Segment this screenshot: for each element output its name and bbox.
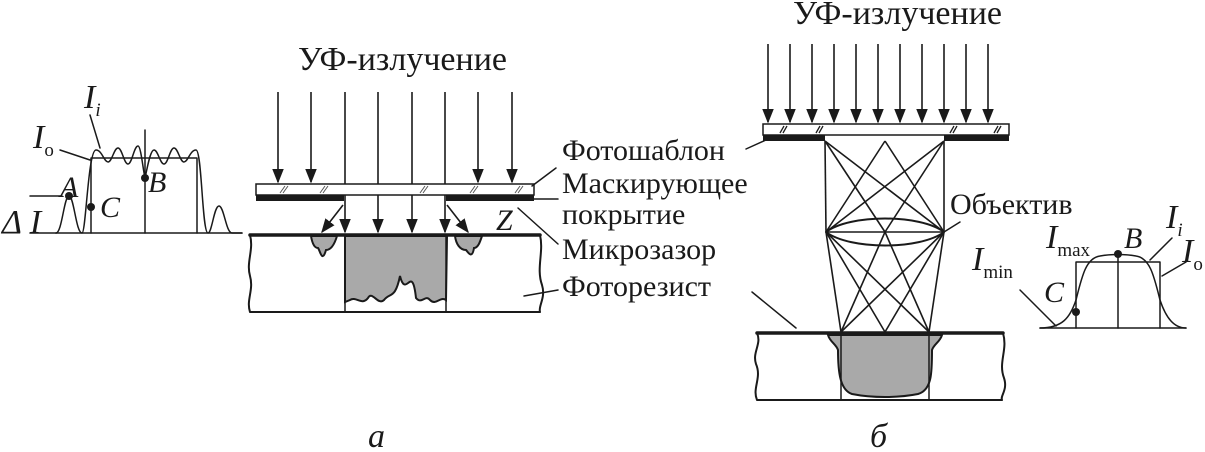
graph-a-point-c [87, 203, 95, 211]
graph-b-imin-leader [1019, 289, 1057, 327]
panel-a-uv-arrows [272, 92, 518, 234]
panel-a-mask-label-1: Маскирующее [562, 167, 748, 200]
panel-b: УФ-излучение [745, 0, 1073, 452]
panel-b-rays-upper [824, 140, 945, 233]
graph-a-point-b-label: B [148, 166, 166, 199]
panel-b-lens-label: Объектив [950, 188, 1073, 221]
graph-b-imin-label: Imin [971, 241, 1013, 283]
graph-b-io-label: Iо [1181, 233, 1203, 275]
panel-a-microgap-label: Микрозазор [562, 233, 716, 266]
panel-b-uv-arrows [762, 44, 994, 124]
panel-a-diffraction-arrow-left [321, 204, 344, 234]
graph-a-ii-leader [89, 114, 101, 149]
graph-a-ii-label: Ii [83, 79, 101, 121]
panel-a-glass-hatch [279, 185, 524, 194]
graph-a: Ii Iо A C B Δ I [0, 79, 243, 241]
graph-b-ii-leader [1149, 237, 1173, 261]
panel-b-photomask-leader [745, 139, 767, 150]
graph-a-point-a-label: A [58, 171, 79, 204]
panel-a-parasitic-left [309, 235, 339, 258]
graph-b-point-c [1072, 308, 1080, 316]
panel-a-resist-label: Фоторезист [562, 270, 711, 303]
panel-a-caption: а [368, 418, 385, 452]
graph-a-io-leader [59, 149, 91, 161]
graph-a-ideal-profile [90, 157, 198, 234]
graph-b-point-b [1114, 250, 1122, 258]
graph-a-point-a [65, 192, 73, 200]
graph-a-point-c-label: C [100, 191, 121, 224]
graph-a-io-label: Iо [32, 119, 54, 161]
panel-a-mask-label-2: покрытие [562, 198, 685, 231]
panel-b-uv-label: УФ-излучение [793, 0, 1002, 32]
graph-b-imax-label: Imax [1045, 219, 1091, 261]
graph-b-point-b-label: B [1124, 222, 1142, 255]
graph-b-io-leader [1161, 261, 1187, 277]
panel-a-microgap-leader [517, 207, 559, 245]
panel-a-parasitic-right [453, 235, 484, 256]
panel-a-mask-coating-right [446, 195, 534, 201]
panel-b-substrate [754, 332, 1007, 401]
panel-a-photomask-label: Фотошаблон [562, 134, 725, 167]
panel-a-photomask-leader [531, 167, 557, 187]
panel-a-uv-label: УФ-излучение [298, 41, 507, 78]
panel-b-exposed-region [826, 334, 944, 398]
panel-a-resist-leader [523, 289, 559, 297]
panel-a-z-label: Z [496, 204, 513, 237]
panel-b-mask-coating-left [763, 135, 825, 141]
graph-b: Imax B Ii Iо Imin C [971, 199, 1203, 329]
panel-b-rays-lower [825, 231, 945, 333]
graph-b-ii-label: Ii [1165, 199, 1183, 241]
panel-b-lens-leader [943, 221, 961, 233]
panel-a-substrate [247, 234, 545, 313]
graph-a-point-b [141, 174, 149, 182]
panel-b-caption: б [870, 418, 889, 452]
panel-a-photomask [255, 183, 535, 196]
panel-b-resist-leader [751, 291, 797, 329]
graph-b-point-c-label: C [1044, 276, 1065, 309]
panel-a-mask-coating-left [256, 195, 344, 201]
panel-b-mask-coating-right [944, 135, 1009, 141]
graph-a-delta-label: Δ I [0, 204, 43, 241]
panel-a-diffraction-arrow-right [446, 204, 469, 234]
panel-b-photomask [762, 123, 1010, 136]
panel-a-exposed-region [344, 235, 449, 304]
panel-a: УФ-излучение [247, 41, 748, 452]
panel-b-mask-hatch [779, 125, 1002, 134]
